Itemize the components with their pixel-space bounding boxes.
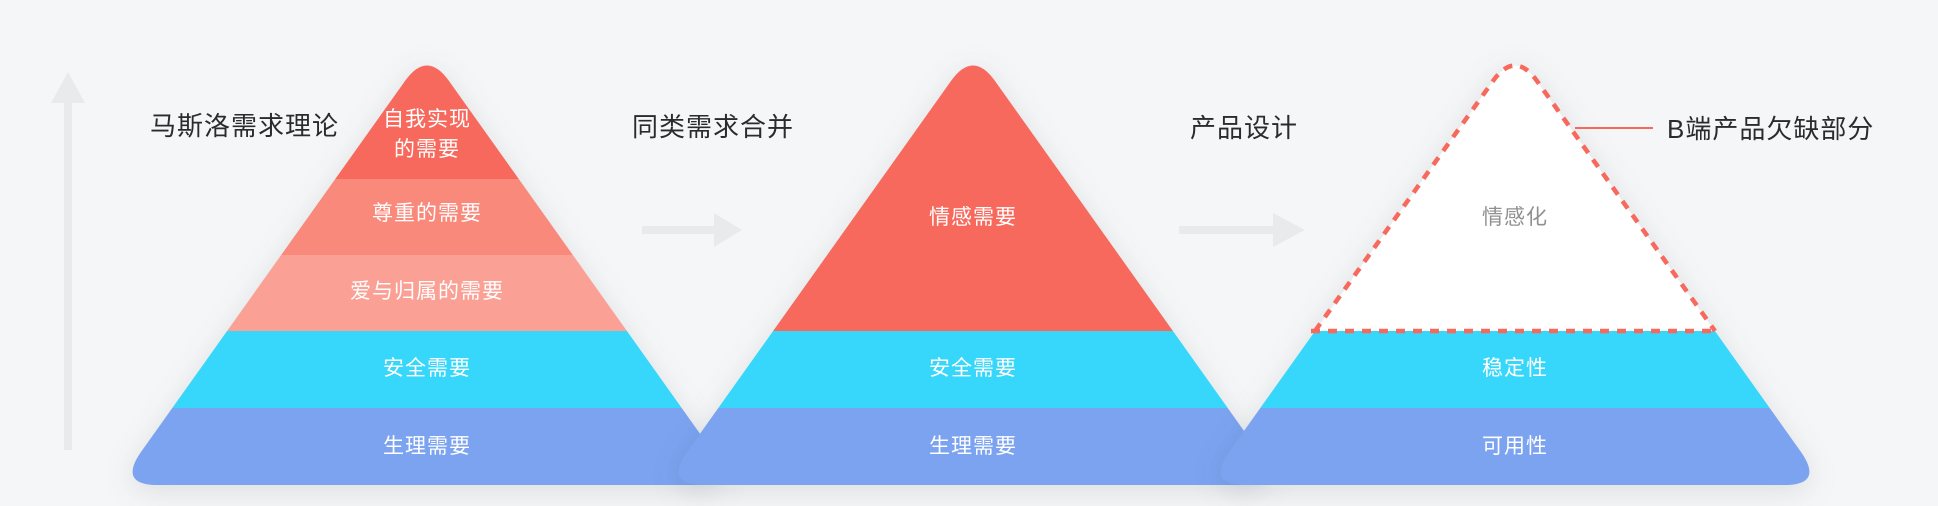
- pyramid-merged: [678, 65, 1268, 485]
- annotation-label: B端产品欠缺部分: [1667, 114, 1875, 144]
- pyramid-product: [1220, 63, 1810, 485]
- level-band: [678, 65, 1268, 331]
- level-band: [132, 331, 722, 408]
- level-band: [132, 408, 722, 485]
- level-band: [1220, 65, 1810, 331]
- pyramid-maslow: [132, 65, 722, 485]
- callout-line: [1575, 127, 1653, 129]
- level-band: [1220, 408, 1810, 485]
- right-arrow-icon: [642, 213, 742, 247]
- stage-title-product: 产品设计: [1190, 113, 1299, 143]
- level-band: [132, 65, 722, 179]
- level-band: [1220, 331, 1810, 408]
- stage-title-merged: 同类需求合并: [632, 112, 795, 142]
- level-band: [678, 331, 1268, 408]
- right-arrow-icon: [1179, 213, 1305, 247]
- level-band: [678, 408, 1268, 485]
- level-band: [132, 255, 722, 331]
- dashed-missing-part-outline: [1311, 63, 1719, 334]
- stage-title-maslow: 马斯洛需求理论: [150, 111, 340, 141]
- up-arrow-icon: [51, 72, 85, 450]
